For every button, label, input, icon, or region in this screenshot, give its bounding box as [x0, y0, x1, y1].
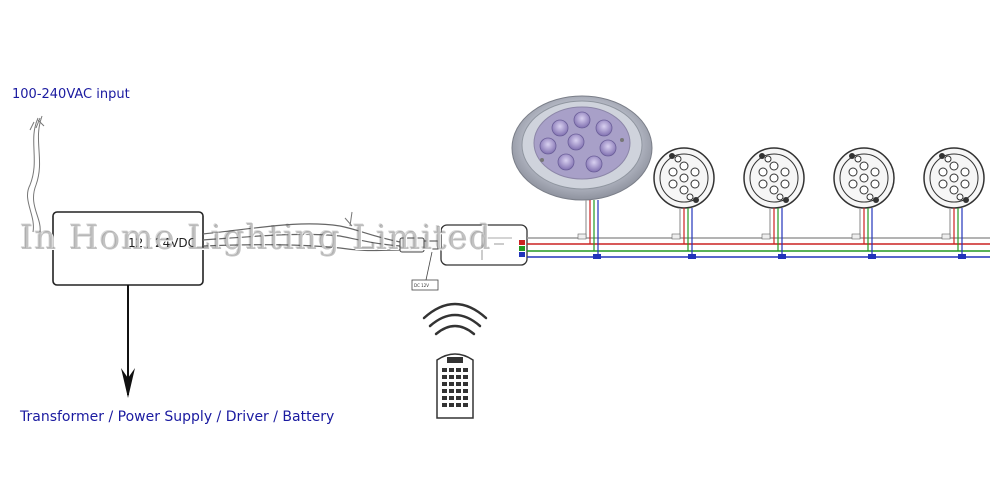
led-light-icon: [511, 95, 653, 259]
plug-label: DC 12V: [414, 283, 429, 288]
bus-wires: [527, 237, 990, 258]
led-light-icon: [743, 147, 805, 259]
rgb-controller: [440, 224, 528, 266]
ac-input-cable: [27, 115, 45, 233]
dc-cable: [202, 211, 401, 252]
input-label: 100-240VAC input: [12, 87, 130, 102]
output-arrow-icon: [121, 285, 135, 398]
led-light-icon: [653, 147, 715, 259]
wireless-signal-icon: [422, 302, 488, 336]
psu-voltage-label: 12 / 24VDC: [128, 236, 197, 250]
dc-plug: [399, 237, 439, 291]
output-label: Transformer / Power Supply / Driver / Ba…: [20, 409, 335, 425]
watermark: In Home Lighting Limited: [20, 218, 492, 258]
led-light-icon: [923, 147, 985, 259]
led-light-icon: [833, 147, 895, 259]
remote-icon: [436, 353, 474, 419]
